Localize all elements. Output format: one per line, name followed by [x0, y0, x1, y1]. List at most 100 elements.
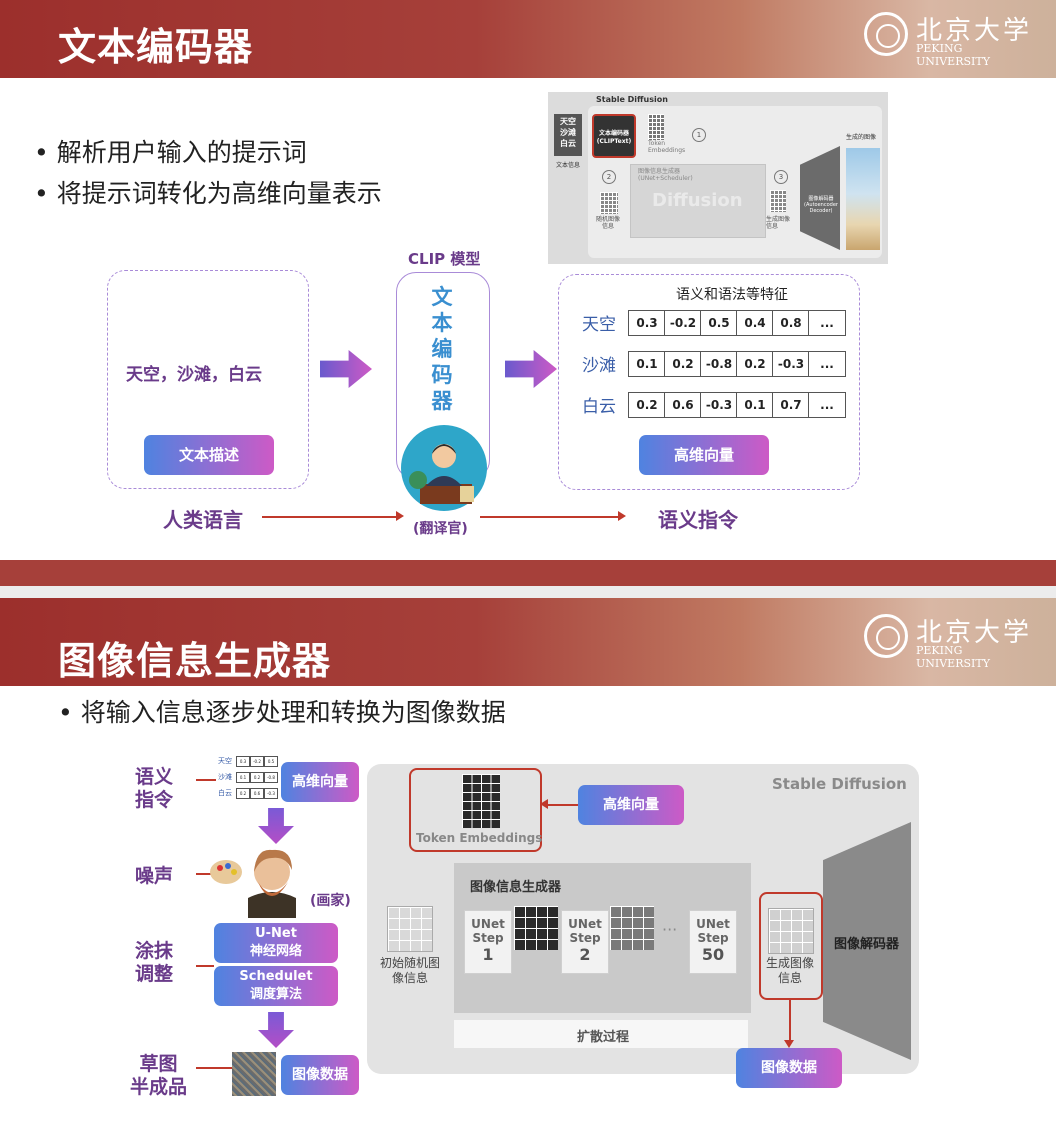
sd-thumb-gen-info: 生成图像 信息 [766, 216, 791, 230]
vector-cell: -0.3 [700, 392, 738, 418]
logo-en: PEKING UNIVERSITY [916, 644, 990, 670]
slide-image-generator: 图像信息生成器 北京大学 PEKING UNIVERSITY • 将输入信息逐步… [0, 598, 1056, 1142]
title-banner: 文本编码器 北京大学 PEKING UNIVERSITY [0, 0, 1056, 78]
semantic-command-label: 语义指令 [658, 508, 738, 532]
sd-thumb-gen-label: 图像信息生成器 (UNet+Scheduler) [638, 168, 693, 182]
sd-thumb-title: Stable Diffusion [596, 95, 668, 104]
token-grid-icon [462, 774, 500, 828]
mini-vector-word: 天空 [218, 757, 232, 765]
text-input-box [107, 270, 309, 489]
vector-cell: 0.4 [736, 310, 774, 336]
arrow-small [196, 873, 216, 875]
sd-thumb-token-grid-icon [648, 114, 664, 140]
high-dim-vector-button: 高维向量 [639, 435, 769, 475]
sd-thumb-step-3: 3 [774, 170, 788, 184]
translator-icon [401, 425, 487, 511]
clip-chars: 文 本 编 码 器 [420, 284, 464, 414]
down-arrow [258, 1012, 294, 1048]
arrow-small [196, 779, 216, 781]
painter-label: (画家) [310, 893, 351, 909]
vector-cell: 0.7 [772, 392, 810, 418]
sd-thumb-diffusion: Diffusion [652, 190, 743, 211]
arrow-gen-to-image [789, 998, 791, 1042]
vector-cell: 0.5 [700, 310, 738, 336]
sd-thumb-input: 天空 沙滩 白云 [554, 114, 582, 156]
sd-thumb-noise-grid-icon [600, 192, 618, 214]
sd-thumb-decoder-label: 图像解码器 (Autoencoder Decoder) [804, 196, 838, 214]
slide-gap [0, 586, 1056, 598]
clip-char: 文 [431, 285, 453, 309]
pku-logo: 北京大学 PEKING UNIVERSITY [864, 10, 1034, 68]
vector-cell: 0.3 [628, 310, 666, 336]
diffusion-process-bar [454, 1020, 748, 1048]
title-banner: 图像信息生成器 北京大学 PEKING UNIVERSITY [0, 598, 1056, 686]
vector-cell: 0.1 [736, 392, 774, 418]
arrowhead [540, 799, 548, 809]
arrowhead [618, 511, 626, 521]
vector-cell: ... [808, 351, 846, 377]
clip-char: 器 [431, 389, 453, 413]
unet-step-1: UNet Step 1 [464, 910, 512, 974]
decoder-label: 图像解码器 [834, 937, 900, 952]
mini-vector-cell: 0.1 [236, 772, 250, 783]
sd-thumb-input-caption: 文本信息 [556, 162, 581, 169]
mini-vector-cell: -0.3 [264, 788, 278, 799]
mini-vector-cell: 0.2 [236, 788, 250, 799]
clip-char: 编 [431, 337, 453, 361]
logo-cn: 北京大学 [916, 618, 1033, 648]
sd-thumb-decoder [800, 146, 840, 250]
mini-vector-cell: -0.2 [250, 756, 264, 767]
gen-info-box [759, 892, 823, 1000]
sd-thumbnail: Stable Diffusion 天空 沙滩 白云 文本信息 文本编码器 (CL… [548, 92, 888, 264]
high-dim-vector-button: 高维向量 [281, 762, 359, 802]
high-dim-vector-button: 高维向量 [578, 785, 684, 825]
token-embeddings-label: Token Embeddings [416, 831, 543, 845]
init-noise-grid-icon [387, 906, 433, 952]
vector-word: 白云 [582, 397, 616, 417]
step-dots: ··· [662, 920, 678, 939]
text-description-button: 文本描述 [144, 435, 274, 475]
arrow-to-clip [320, 350, 372, 388]
unet-button: U-Net 神经网络 [214, 923, 338, 963]
vector-cell: 0.6 [664, 392, 702, 418]
human-language-label: 人类语言 [163, 508, 243, 532]
vector-cell: 0.2 [664, 351, 702, 377]
sd-thumb-step-1: 1 [692, 128, 706, 142]
arrowhead [396, 511, 404, 521]
vector-cell: 0.2 [736, 351, 774, 377]
painter-illustration [210, 849, 296, 918]
mini-vector-word: 沙滩 [218, 773, 232, 781]
sd-thumb-token-label: Token Embeddings [648, 140, 686, 154]
sd-thumb-output-image [846, 148, 880, 250]
vector-cell: 0.1 [628, 351, 666, 377]
arrow-human-to-translator [262, 516, 400, 518]
sd-thumb-step-2: 2 [602, 170, 616, 184]
pku-logo: 北京大学 PEKING UNIVERSITY [864, 612, 1034, 670]
arrow-to-vectors [505, 350, 557, 388]
clip-char: 本 [431, 311, 453, 335]
image-data-button: 图像数据 [281, 1055, 359, 1095]
mini-vector-cell: -0.8 [264, 772, 278, 783]
translator-label: (翻译官) [413, 521, 468, 537]
sd-title: Stable Diffusion [772, 775, 907, 793]
arrow-translator-to-semantic [480, 516, 620, 518]
vector-cell: ... [808, 310, 846, 336]
vector-output-box [558, 274, 860, 490]
mini-vector-cell: 0.5 [264, 756, 278, 767]
logo-en: PEKING UNIVERSITY [916, 42, 990, 68]
init-noise-label: 初始随机图 像信息 [379, 956, 440, 985]
input-text: 天空，沙滩，白云 [126, 365, 262, 385]
arrow-small [196, 965, 214, 967]
vector-heading: 语义和语法等特征 [676, 287, 788, 303]
sd-thumb-gen-grid-icon [770, 190, 786, 212]
sd-thumb-encoder: 文本编码器 (CLIPText) [592, 114, 636, 158]
unet-step-50: UNet Step 50 [689, 910, 737, 974]
vector-word: 沙滩 [582, 356, 616, 376]
logo-cn: 北京大学 [916, 16, 1033, 46]
decoder-shape [823, 822, 911, 1060]
sd-thumb-gen-box [630, 164, 766, 238]
token-embeddings-box [409, 768, 542, 852]
unet-step-2: UNet Step 2 [561, 910, 609, 974]
vector-cell: 0.8 [772, 310, 810, 336]
vector-cell: -0.3 [772, 351, 810, 377]
